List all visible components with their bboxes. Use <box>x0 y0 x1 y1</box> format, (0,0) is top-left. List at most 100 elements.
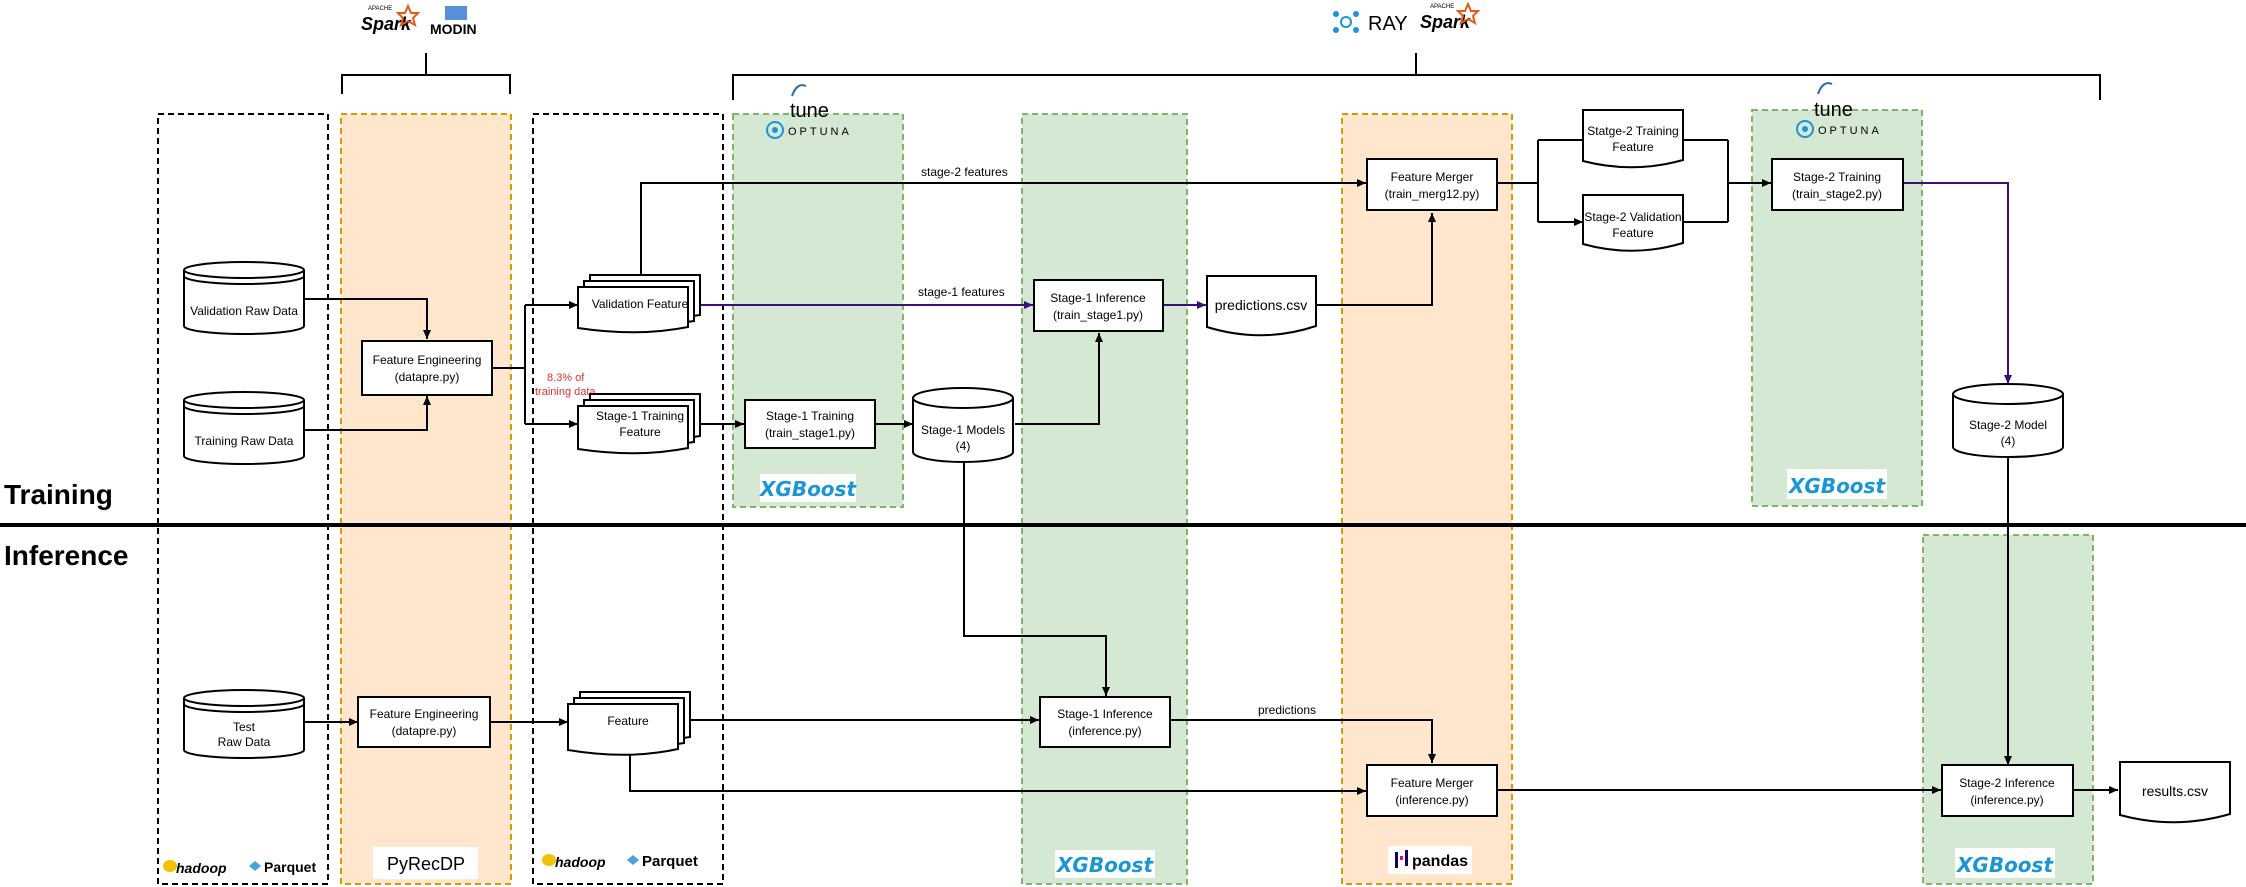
svg-text:predictions.csv: predictions.csv <box>1215 297 1308 313</box>
edge-valraw-fe <box>304 298 431 339</box>
feature-engineering-test: Feature Engineering (datapre.py) <box>357 696 491 748</box>
svg-text:Raw Data: Raw Data <box>218 735 271 749</box>
brace-right <box>732 53 2101 100</box>
edge-trainraw-fe <box>304 396 431 431</box>
svg-text:Feature Merger: Feature Merger <box>1391 170 1474 184</box>
inference-label: Inference <box>4 540 129 571</box>
tune-logo-stage1: tune OPTUNA <box>766 84 849 139</box>
label-split-note-1: 8.3% of <box>547 372 585 384</box>
svg-text:APACHE: APACHE <box>368 6 392 12</box>
svg-text:Training Raw Data: Training Raw Data <box>195 434 294 448</box>
predictions-csv: predictions.csv <box>1206 275 1317 337</box>
xgboost-logo-stage1-inference: XGBoost <box>1055 850 1155 878</box>
tune-logo-stage2: tune OPTUNA <box>1796 82 1882 138</box>
hadoop-parquet-logo-mid: hadoop Parquet <box>542 853 698 870</box>
svg-text:Stage-1 Training: Stage-1 Training <box>596 409 684 423</box>
label-stage2-features: stage-2 features <box>921 165 1008 179</box>
svg-text:Spark: Spark <box>1420 12 1471 32</box>
edge-split2-training <box>1683 139 1771 223</box>
svg-text:Test: Test <box>233 720 256 734</box>
xgboost-column-stage1-inference <box>1021 113 1188 885</box>
svg-text:APACHE: APACHE <box>1430 4 1454 10</box>
svg-text:Statge-2 Training: Statge-2 Training <box>1587 124 1678 138</box>
training-raw-data: Training Raw Data <box>183 391 305 465</box>
purple-edges <box>700 182 2012 384</box>
feature-merger-test: Feature Merger (inference.py) <box>1366 764 1498 817</box>
feature-test: Feature <box>567 691 691 756</box>
svg-text:hadoop: hadoop <box>555 854 606 870</box>
stage1-inference-train: Stage-1 Inference (train_stage1.py) <box>1033 279 1164 332</box>
edge-stage2training-model <box>1903 182 2012 384</box>
xgboost-logo-stage2-training: XGBoost <box>1787 469 1887 499</box>
svg-text:Stage-1 Inference: Stage-1 Inference <box>1050 291 1146 305</box>
svg-text:OPTUNA: OPTUNA <box>1818 125 1882 137</box>
ray-logo: RAY <box>1333 11 1408 35</box>
svg-text:(train_merg12.py): (train_merg12.py) <box>1385 187 1480 201</box>
svg-text:Stage-2 Validation: Stage-2 Validation <box>1584 210 1681 224</box>
xgboost-logo-stage1: XGBoost <box>758 474 857 502</box>
svg-text:(inference.py): (inference.py) <box>1068 724 1141 738</box>
svg-text:(train_stage1.py): (train_stage1.py) <box>765 426 855 440</box>
edge-merger-split2 <box>1497 139 1583 222</box>
feature-merger-train: Feature Merger (train_merg12.py) <box>1366 158 1498 211</box>
edges <box>304 139 2118 795</box>
spark-logo-right: APACHE Spark <box>1420 1 1481 32</box>
svg-text:Validation Feature: Validation Feature <box>592 297 689 311</box>
stage2-model: Stage-2 Model (4) <box>1952 383 2064 458</box>
test-raw-data: Test Raw Data <box>183 689 305 759</box>
svg-text:Stage-1 Models: Stage-1 Models <box>921 423 1005 437</box>
stage1-training: Stage-1 Training (train_stage1.py) <box>744 399 876 449</box>
svg-text:PyRecDP: PyRecDP <box>387 854 465 874</box>
svg-text:Parquet: Parquet <box>264 859 316 875</box>
svg-text:(train_stage2.py): (train_stage2.py) <box>1792 187 1882 201</box>
edge-inference-merger <box>1170 719 1436 763</box>
svg-text:(4): (4) <box>2001 434 2016 448</box>
svg-text:(train_stage1.py): (train_stage1.py) <box>1053 308 1143 322</box>
stage2-training: Stage-2 Training (train_stage2.py) <box>1771 158 1904 211</box>
brace-left <box>341 53 511 94</box>
svg-text:Feature: Feature <box>1612 140 1654 154</box>
stage2-training-feature: Statge-2 Training Feature <box>1582 109 1684 169</box>
svg-text:XGBoost: XGBoost <box>758 477 857 501</box>
svg-text:XGBoost: XGBoost <box>1955 853 2054 877</box>
storage-column-mid <box>532 113 724 885</box>
svg-text:tune: tune <box>790 100 829 122</box>
stage1-inference-test: Stage-1 Inference (inference.py) <box>1039 696 1171 748</box>
pyrecdp-column <box>340 113 512 885</box>
hadoop-parquet-logo-left: hadoop Parquet <box>163 859 316 876</box>
svg-text:Stage-1 Inference: Stage-1 Inference <box>1057 707 1153 721</box>
xgboost-logo-stage2-inference: XGBoost <box>1955 848 2055 878</box>
svg-text:Feature Engineering: Feature Engineering <box>370 707 479 721</box>
pandas-logo: pandas <box>1388 846 1472 874</box>
edge-feature-merger <box>629 752 1366 795</box>
stage1-models: Stage-1 Models (4) <box>912 387 1014 463</box>
svg-text:RAY: RAY <box>1368 13 1408 35</box>
svg-text:Stage-2 Training: Stage-2 Training <box>1793 170 1881 184</box>
modin-logo: MODIN <box>430 6 477 37</box>
svg-text:results.csv: results.csv <box>2142 783 2208 799</box>
pyrecdp-label-box: PyRecDP <box>373 847 478 879</box>
svg-text:(inference.py): (inference.py) <box>1970 793 2043 807</box>
svg-text:Feature: Feature <box>607 714 649 728</box>
svg-text:Feature: Feature <box>1612 226 1654 240</box>
validation-raw-data: Validation Raw Data <box>183 261 305 335</box>
svg-text:MODIN: MODIN <box>430 21 477 37</box>
label-split-note-2: training data <box>535 386 596 398</box>
svg-text:Feature Engineering: Feature Engineering <box>373 353 482 367</box>
results-csv: results.csv <box>2119 761 2231 824</box>
svg-text:Spark: Spark <box>361 14 412 34</box>
feature-engineering-train: Feature Engineering (datapre.py) <box>361 340 493 396</box>
merger-column <box>1341 113 1513 885</box>
svg-text:Validation Raw Data: Validation Raw Data <box>190 304 298 318</box>
svg-text:(datapre.py): (datapre.py) <box>395 370 460 384</box>
edge-predictions-merger <box>1316 213 1436 306</box>
validation-feature: Validation Feature <box>577 274 701 334</box>
svg-text:tune: tune <box>1814 99 1853 121</box>
label-predictions: predictions <box>1258 703 1316 717</box>
edge-valfeat-merger <box>640 179 1366 277</box>
stage2-validation-feature: Stage-2 Validation Feature <box>1582 194 1684 252</box>
storage-column-left <box>157 113 329 885</box>
svg-text:XGBoost: XGBoost <box>1055 853 1154 877</box>
